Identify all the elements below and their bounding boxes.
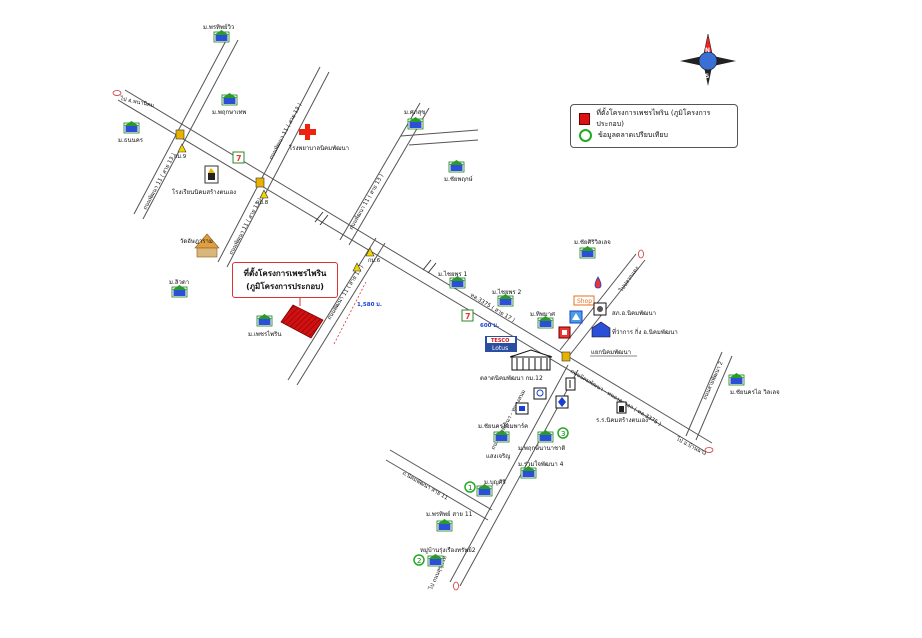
main-road (117, 99, 707, 453)
village-v1: ม.พรทิพย์วิว (203, 23, 234, 31)
legend-project-swatch (579, 112, 591, 125)
village-v18: หมู่บ้านรุ่งเรืองทรัพย์2 (420, 546, 476, 554)
legend-project-label: ที่ตั้งโครงการเพชรไพริน (ภูมิโครงการประก… (596, 108, 711, 128)
intersection-k9: กม.9 (174, 154, 187, 160)
road-label-pluak: ไปปลวกแดง (617, 265, 640, 294)
village-v11: ม.ชัยศิริวิลเลจ (574, 239, 611, 246)
road-end-arrows (112, 90, 714, 591)
village-v16: ม.บุญศิริ (484, 479, 507, 486)
compare-marker-2[interactable]: 2 (413, 554, 425, 566)
road-label-to-east: ไป อ.บ้านฉาง (674, 435, 708, 457)
place-temple: วัดอัษฎาราม (180, 238, 213, 245)
village-v5: ม.ชัยพฤกษ์ (444, 175, 473, 183)
village-v7: ม.เพชรไพริน (248, 330, 281, 338)
road-label-soi-center: ถนนพัฒนา 11 ( สาย 13 ) (348, 173, 386, 231)
road-branch-ne (400, 129, 479, 137)
village-v12: ม.ชัยนครไอ วิลเลจ (730, 388, 780, 396)
village-v17: ม.พรทิพย์ สาย 11 (426, 510, 473, 518)
village-v9: ม.ไชยพร 2 (492, 288, 522, 296)
traffic-light-icon (175, 129, 571, 362)
district-office-icon (591, 321, 611, 338)
road-soi-project (287, 237, 377, 381)
village-v10: ม.ทิพมาศ (530, 311, 555, 318)
post-icon (533, 387, 547, 400)
road-ne-pluak (559, 253, 637, 351)
village-v19: แสงเจริญ (486, 453, 510, 460)
compare-marker-3[interactable]: 3 (557, 427, 569, 439)
seven-eleven-glyph-2: 7 (465, 312, 471, 321)
road-label-south2: ถ.นิคมพัฒนา สาย 11 (401, 470, 449, 502)
legend-row-project: ที่ตั้งโครงการเพชรไพริน (ภูมิโครงการประก… (579, 108, 729, 128)
shop-logo-icon: Shop (573, 295, 595, 306)
seven-eleven-glyph: 7 (236, 154, 242, 163)
hospital-icon (299, 124, 316, 140)
bank-icon (569, 310, 583, 324)
distance-label: 1,580 ม. (357, 301, 382, 308)
seven-eleven-icon-2: 7 (461, 309, 474, 322)
road-soi-south2 (385, 459, 489, 521)
tesco-logo-bottom: Lotus (492, 345, 508, 352)
place-hospital: โรงพยาบาลนิคมพัฒนา (289, 144, 349, 152)
road-soi-upper1 (133, 34, 230, 215)
village-v4: ม.ศุภสุข (404, 109, 425, 116)
project-callout-line1: ที่ตั้งโครงการเพชรไพริน (243, 269, 327, 278)
project-callout: ที่ตั้งโครงการเพชรไพริน (ภูมิโครงการประก… (232, 262, 338, 298)
village-v2: ม.พฤกษาเทพ (212, 109, 246, 116)
place-market: ตลาดนิคมพัฒนา กม.12 (480, 375, 543, 382)
seven-eleven-icon: 7 (232, 151, 245, 164)
bank2-icon (555, 395, 569, 409)
place-school2: ร.ร.นิคมสร้างตนเอง (596, 417, 648, 424)
map-legend: ที่ตั้งโครงการเพชรไพริน (ภูมิโครงการประก… (570, 104, 738, 148)
road-label-soi-upper1: ถนนพัฒนา 11 ( สาย 13 ) (142, 152, 178, 211)
intersection-k8: กม.8 (256, 200, 269, 206)
road-far-east (685, 351, 723, 437)
tesco-lotus-logo: TESCO Lotus (485, 336, 517, 352)
road-south (449, 364, 569, 583)
project-callout-line2: (ภูมิโครงการประกอบ) (246, 282, 324, 291)
compass-south: S (705, 73, 709, 80)
church-icon (565, 377, 576, 391)
distance2-label: 600 ม. (480, 322, 499, 329)
market-icon (509, 349, 553, 371)
legend-compare-label: ข้อมูลตลาดเปรียบเทียบ (598, 131, 668, 139)
intersection-k6: กม.6 (368, 258, 381, 264)
compass-icon: N S (680, 33, 736, 86)
village-v6: ม.ลิวดา (169, 279, 189, 286)
village-v3: ม.ธนนคร (118, 137, 144, 144)
intersection-nikhom: แยกนิคมพัฒนา (591, 349, 631, 356)
warning-sign-icon (177, 143, 375, 272)
road-soi-center (339, 102, 421, 241)
place-school: โรงเรียนนิคมสร้างตนเอง (172, 188, 236, 196)
tesco-logo-top: TESCO (491, 338, 509, 344)
school2-icon (616, 401, 627, 414)
compare-marker-3-label: 3 (561, 430, 565, 438)
place-police: สภ.อ.นิคมพัฒนา (612, 310, 656, 317)
shop-logo-glyph: Shop (577, 298, 592, 305)
school-icon (204, 165, 219, 184)
compare-marker-1-label: 1 (468, 484, 472, 492)
project-site[interactable] (280, 304, 324, 339)
place-district: ที่ว่าการ กิ่ง อ.นิคมพัฒนา (612, 328, 678, 336)
gas-drop-icon (594, 276, 602, 289)
compare-marker-2-label: 2 (417, 557, 421, 565)
village-v8: ม.ไชยพร 1 (438, 270, 468, 278)
village-v14: ม.พฤกษ์นานาชาติ (518, 444, 565, 452)
road-soi-upper2 (217, 66, 321, 263)
road-network (117, 34, 733, 587)
honda-icon (558, 326, 571, 339)
village-v15: ม.ร่วมใจพัฒนา 4 (518, 460, 564, 468)
police-icon (593, 302, 607, 316)
atm-icon (515, 402, 529, 415)
legend-row-compare: ข้อมูลตลาดเปรียบเทียบ (579, 127, 729, 144)
compare-marker-1[interactable]: 1 (464, 481, 476, 493)
compass-north: N (705, 47, 710, 54)
temple-icon (194, 233, 220, 258)
legend-compare-swatch (579, 129, 592, 142)
village-v13: ม.ชัยนครโฮมพาร์ค (478, 422, 528, 430)
